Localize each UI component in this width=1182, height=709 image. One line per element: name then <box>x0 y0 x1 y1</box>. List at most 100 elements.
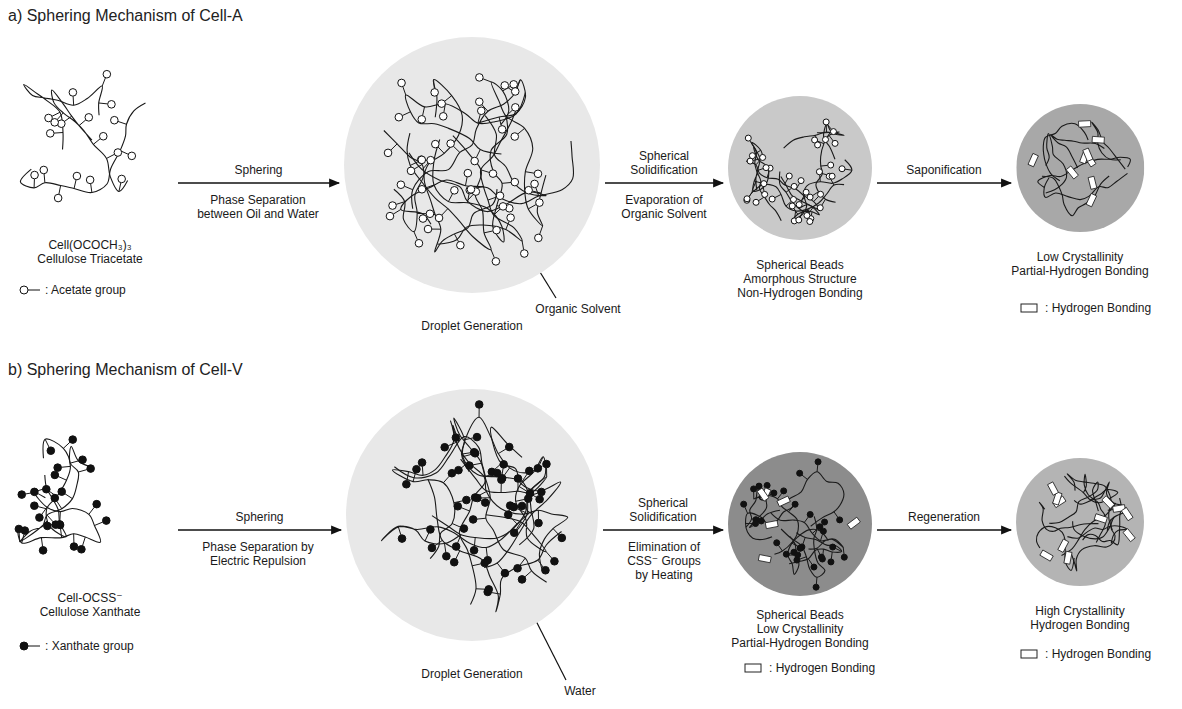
acetate-group <box>418 116 426 124</box>
side-group-stem <box>403 87 406 95</box>
side-group-stem <box>499 117 501 126</box>
hydrogen-bond-mark <box>1066 166 1078 179</box>
side-group-stem <box>803 537 805 544</box>
side-group-stem <box>435 540 442 545</box>
polymer-chain <box>401 141 574 224</box>
process-label: Spherical Solidification <box>618 149 710 177</box>
polymer-chains <box>744 119 852 225</box>
side-group-stem <box>28 290 40 291</box>
acetate-group <box>418 156 426 164</box>
side-group-stem <box>452 524 460 528</box>
acetate-group <box>397 181 405 189</box>
side-group-stem <box>822 199 826 205</box>
xanthate-group <box>58 488 66 496</box>
side-group-stem <box>19 533 21 542</box>
side-group-stem <box>491 250 494 258</box>
acetate-group <box>389 202 397 210</box>
xanthate-group <box>514 564 522 572</box>
acetate-group <box>477 107 485 115</box>
polymer-chain <box>407 133 491 250</box>
polymer-chain <box>24 84 103 149</box>
acetate-group <box>815 142 821 148</box>
xanthate-group <box>452 434 460 442</box>
side-group-stem <box>472 564 481 566</box>
hydrogen-bond-mark <box>1048 482 1059 495</box>
side-group-stem <box>479 408 480 417</box>
polymer-chains <box>1028 121 1130 216</box>
acetate-group <box>451 187 459 195</box>
side-group-stem <box>414 164 422 168</box>
polymer-chain <box>428 479 562 612</box>
acetate-group <box>407 167 415 175</box>
side-group-stem <box>64 116 71 121</box>
polymer-chain <box>1083 498 1122 545</box>
side-group-stem <box>414 232 418 240</box>
side-group-stem <box>461 453 470 454</box>
node-caption: Non-Hydrogen Bonding <box>737 286 862 300</box>
process-arrow <box>877 529 1011 530</box>
side-group-stem <box>506 110 513 116</box>
polymer-chain <box>392 421 454 559</box>
side-group-stem <box>396 202 405 205</box>
legend-swatch <box>18 638 42 654</box>
acetate-group <box>439 113 447 121</box>
side-group-stem <box>525 172 534 173</box>
side-group-stem <box>118 121 127 124</box>
process-label: Regeneration <box>908 510 980 524</box>
side-group-stem <box>57 501 62 509</box>
side-group-stem <box>816 577 818 584</box>
acetate-group <box>791 183 797 189</box>
xanthate-group <box>441 443 449 451</box>
hydrogen-bond-mark <box>1088 176 1097 189</box>
sphere-fill <box>728 96 872 240</box>
side-group-stem <box>829 135 833 141</box>
hydrogen-bond-sample <box>1021 304 1037 312</box>
legend-swatch <box>1018 300 1042 316</box>
side-group-stem <box>59 512 60 521</box>
side-group-stem <box>467 194 473 201</box>
side-group-stem <box>525 508 532 514</box>
bead-circle: Spherical BeadsAmorphous StructureNon-Hy… <box>728 96 872 300</box>
acetate-group <box>822 137 828 143</box>
xanthate-group <box>54 464 62 472</box>
xanthate-group <box>535 519 543 527</box>
side-group-stem <box>79 120 86 126</box>
xanthate-group <box>69 436 77 444</box>
xanthate-group <box>413 465 421 473</box>
acetate-group <box>796 202 802 208</box>
xanthate-group <box>764 482 770 488</box>
side-group-stem <box>486 547 487 556</box>
acetate-group <box>832 140 838 146</box>
polymer-chain <box>752 142 782 220</box>
side-group-stem <box>57 113 63 120</box>
polymer-chain <box>20 103 145 193</box>
side-group-stem <box>63 442 70 448</box>
acetate-group <box>535 234 543 242</box>
side-group-stem <box>488 197 496 200</box>
xanthate-group <box>44 522 52 530</box>
side-group-stem <box>417 213 426 214</box>
side-group-stem <box>426 185 434 188</box>
side-group-stem <box>102 78 105 86</box>
xanthate-group <box>518 502 526 510</box>
condition-note: Phase Separation between Oil and Water <box>188 193 328 221</box>
xanthate-group <box>36 514 44 522</box>
side-group-stem <box>94 522 102 525</box>
acetate-group <box>804 212 810 218</box>
xanthate-group <box>403 480 411 488</box>
acetate-group <box>796 217 802 223</box>
legend-item: : Hydrogen Bonding <box>742 660 875 676</box>
side-group-stem <box>808 559 812 565</box>
legend-item: : Acetate group <box>18 282 126 298</box>
acetate-group <box>807 194 813 200</box>
xanthate-group <box>798 545 804 551</box>
acetate-group <box>31 171 39 179</box>
side-group-stem <box>794 208 798 214</box>
xanthate-group <box>828 559 834 565</box>
label-holder: Sphering <box>234 163 282 177</box>
sphere-figure <box>1016 104 1144 232</box>
xanthate-group <box>418 459 426 467</box>
